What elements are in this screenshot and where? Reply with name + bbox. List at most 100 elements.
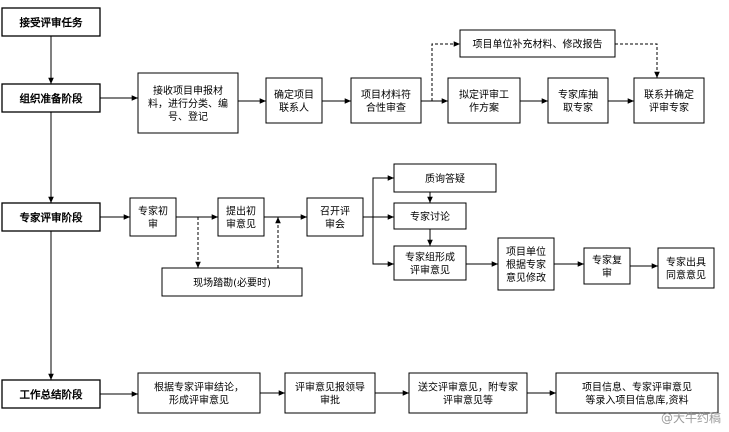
node-label-line: 接收项目申报材 bbox=[153, 84, 223, 97]
watermark-text: @大牛约稿 bbox=[660, 411, 721, 425]
node-label-line: 取专家 bbox=[563, 101, 593, 114]
node-label-line: 拟定评审工 bbox=[459, 88, 509, 101]
stage-s3: 专家评审阶段 bbox=[1, 202, 101, 232]
node-conclude: 根据专家评审结论，形成评审意见 bbox=[137, 372, 261, 414]
node-label-line: 提出初 bbox=[226, 205, 256, 218]
node-frame bbox=[350, 77, 422, 124]
stage-s4: 工作总结阶段 bbox=[1, 379, 101, 409]
node-supplement: 项目单位补充材料、修改报告 bbox=[459, 29, 616, 58]
node-qa: 质询答疑 bbox=[393, 163, 497, 193]
node-label-line: 号、登记 bbox=[168, 110, 208, 123]
node-label-line: 项目单位补充材料、修改报告 bbox=[473, 38, 603, 51]
node-label-line: 审意见 bbox=[226, 218, 256, 231]
node-label-line: 审会 bbox=[325, 218, 345, 231]
node-frame bbox=[583, 247, 631, 285]
node-frame bbox=[497, 237, 555, 291]
node-frame bbox=[408, 372, 528, 414]
node-frame bbox=[1, 83, 101, 113]
node-frame bbox=[393, 202, 467, 230]
node-frame bbox=[459, 29, 616, 58]
flow-arrow bbox=[372, 217, 394, 267]
node-label-line: 形成评审意见 bbox=[169, 394, 229, 407]
node-frame bbox=[137, 372, 261, 414]
node-frame bbox=[129, 197, 177, 237]
node-frame bbox=[265, 77, 323, 124]
node-frame bbox=[1, 7, 101, 37]
flow-arrow bbox=[372, 175, 394, 217]
node-label-line: 召开评 bbox=[320, 206, 350, 218]
node-label-line: 送交评审意见，附专家 bbox=[418, 381, 518, 394]
node-label-line: 工作总结阶段 bbox=[20, 388, 83, 401]
node-frame bbox=[393, 245, 467, 281]
flow-connectors bbox=[48, 36, 660, 397]
flow-arrow bbox=[615, 43, 660, 78]
node-frame bbox=[217, 197, 265, 237]
node-site: 现场踏勘(必要时) bbox=[161, 267, 303, 297]
node-label-line: 专家库抽 bbox=[558, 88, 598, 101]
node-frame bbox=[555, 372, 719, 414]
node-label-line: 专家评审阶段 bbox=[20, 211, 83, 224]
node-label-line: 质询答疑 bbox=[425, 172, 465, 185]
node-label-line: 审批 bbox=[320, 394, 340, 407]
stage-s2: 组织准备阶段 bbox=[1, 83, 101, 113]
node-label-line: 合性审查 bbox=[366, 101, 406, 114]
node-label-line: 现场踏勘(必要时) bbox=[193, 276, 271, 289]
node-label-line: 审 bbox=[148, 218, 158, 231]
node-label-line: 审 bbox=[602, 267, 612, 280]
node-label-line: 等录入项目信息库,资料 bbox=[585, 394, 688, 407]
node-frame bbox=[393, 163, 497, 193]
node-label-line: 专家初 bbox=[138, 205, 168, 218]
flow-arrow bbox=[431, 41, 460, 101]
node-frame bbox=[547, 77, 609, 124]
node-label-line: 项目材料符 bbox=[361, 88, 411, 101]
node-frame bbox=[657, 247, 715, 289]
node-label-line: 评审意见 bbox=[410, 264, 450, 277]
node-frame bbox=[1, 379, 101, 409]
node-label-line: 专家组形成 bbox=[405, 251, 455, 264]
node-frame bbox=[633, 77, 705, 124]
node-label-line: 根据专家评审结论， bbox=[154, 381, 244, 394]
node-label-line: 意见修改 bbox=[506, 271, 546, 284]
node-frame bbox=[447, 77, 521, 124]
node-label-line: 同意意见 bbox=[666, 269, 706, 282]
node-frame bbox=[306, 197, 364, 237]
node-label-line: 项目单位 bbox=[506, 245, 546, 258]
node-label-line: 作方案 bbox=[469, 101, 499, 114]
node-label-line: 接受评审任务 bbox=[20, 16, 83, 29]
node-label-line: 评审意见报领导 bbox=[295, 381, 365, 394]
node-label-line: 料，进行分类、编 bbox=[148, 97, 228, 110]
node-frame bbox=[137, 72, 239, 134]
node-label-line: 项目信息、专家评审意见 bbox=[582, 381, 692, 394]
node-label-line: 专家讨论 bbox=[410, 210, 450, 223]
node-label-line: 专家复 bbox=[592, 254, 622, 267]
node-label-line: 确定项目 bbox=[274, 88, 314, 101]
node-label-line: 评审专家 bbox=[649, 101, 689, 114]
node-label-line: 根据专家 bbox=[506, 258, 546, 271]
node-label-line: 联系并确定 bbox=[644, 88, 694, 101]
stage-s1: 接受评审任务 bbox=[1, 7, 101, 37]
node-discuss: 专家讨论 bbox=[393, 202, 467, 230]
node-label-line: 评审意见等 bbox=[443, 394, 493, 407]
node-label-line: 专家出具 bbox=[666, 256, 706, 269]
node-label-line: 组织准备阶段 bbox=[20, 92, 83, 105]
node-frame bbox=[161, 267, 303, 297]
node-frame bbox=[284, 372, 376, 414]
